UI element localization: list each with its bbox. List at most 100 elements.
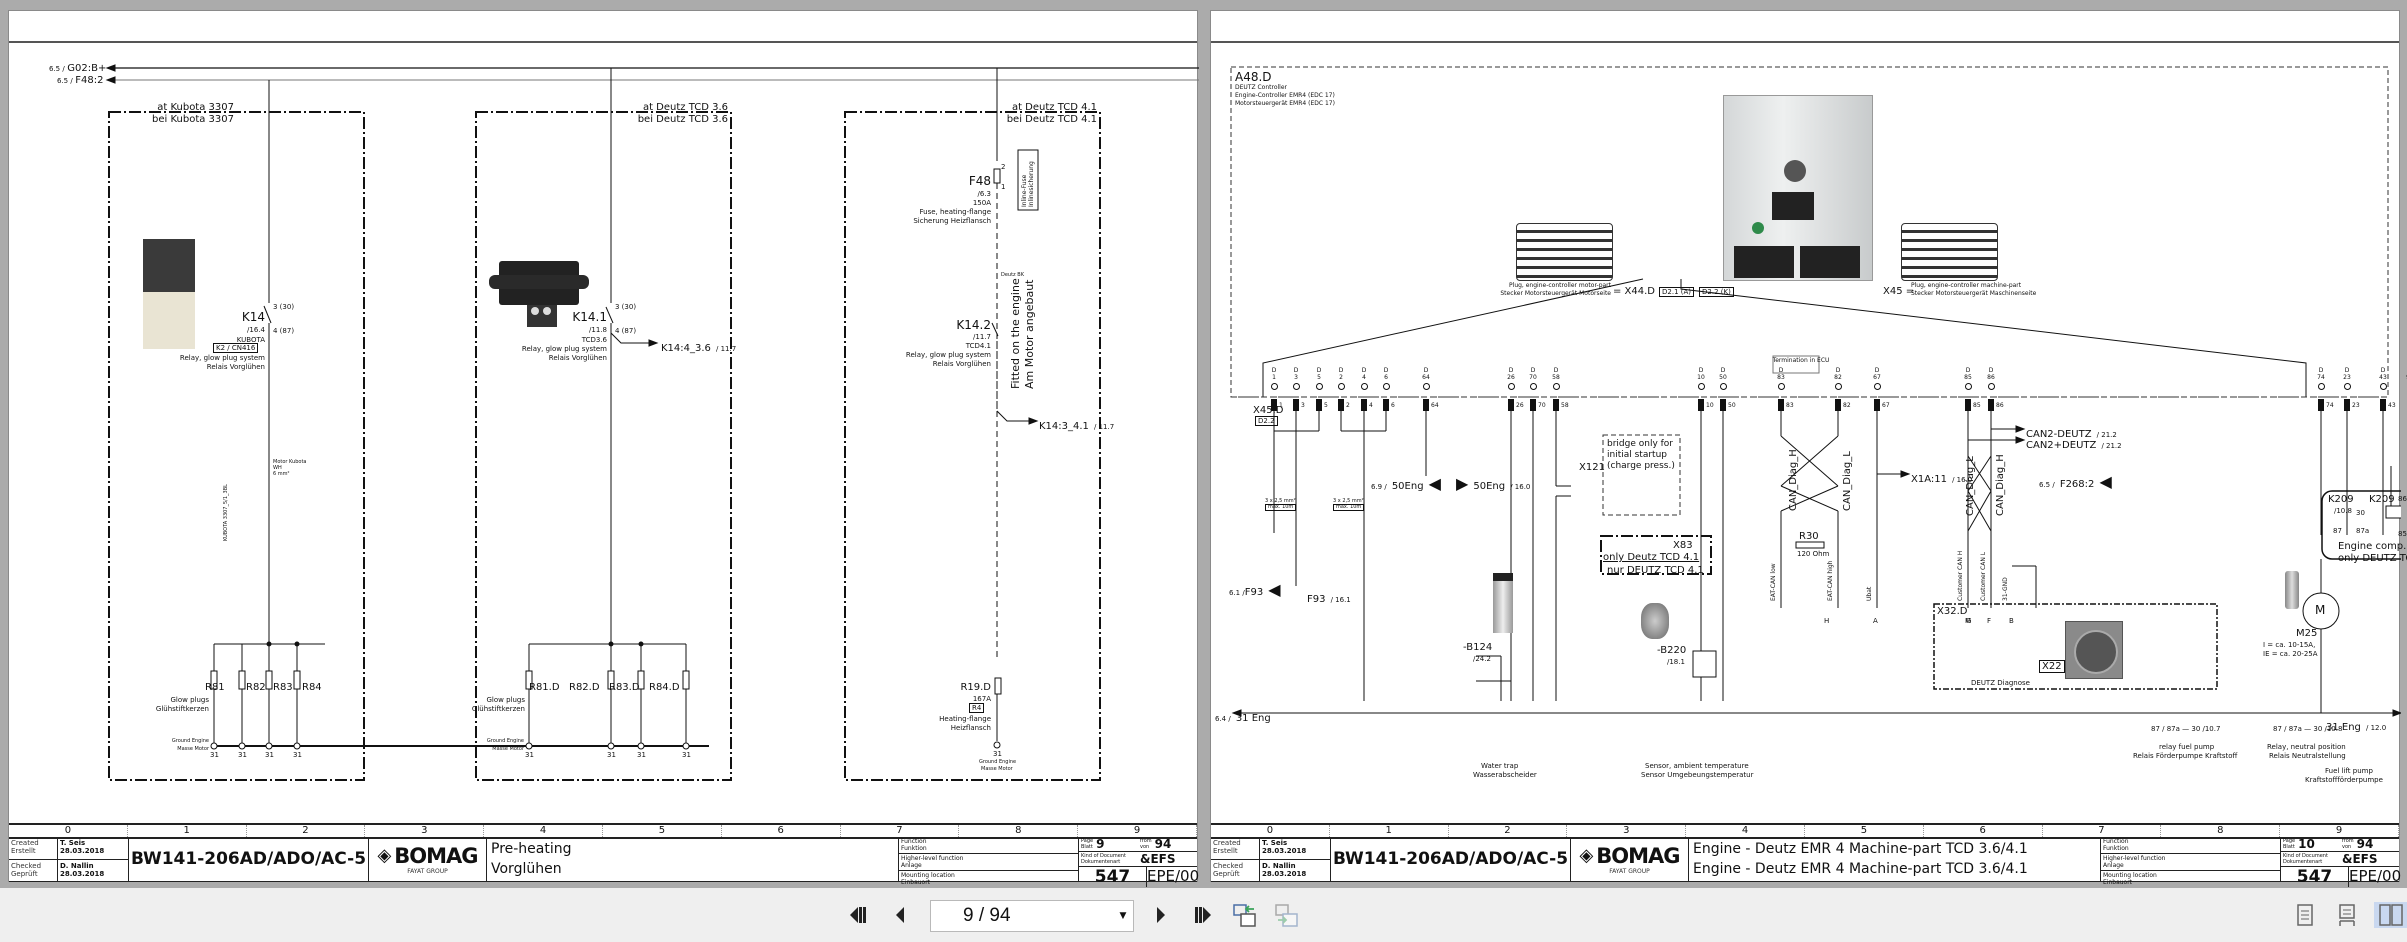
col: 8 [959, 825, 1079, 837]
k209-note-de: only DEUTZ TCD 3.6 [2338, 553, 2407, 564]
pin-contact-icon [1271, 383, 1278, 390]
higher-label: Higher-level function Anlage [899, 854, 1078, 871]
eat-can-high-label: EAT-CAN high [1827, 560, 1834, 601]
k14-2-desc-en: Relay, glow plug system [905, 351, 991, 359]
f93-left-link[interactable]: 6.1 /F93 ◀ [1229, 580, 1281, 599]
k14-2-output-link[interactable]: K14:3_4.1 / 11.7 [1039, 416, 1114, 432]
b220-desc-de: Sensor Umgebeungstemperatur [1641, 771, 1754, 779]
col: 9 [1078, 825, 1197, 837]
b124-desc-de: Wasserabscheider [1473, 771, 1537, 779]
section-title-tcd36-de: bei Deutz TCD 3.6 [637, 114, 728, 125]
can-diag-h-label-2: CAN_Diag_H [1995, 454, 2006, 516]
pin-plug-icon [2380, 399, 2386, 411]
pin-number: 58 [1561, 402, 1569, 409]
b124-id: -B124 [1463, 642, 1493, 653]
pin-number: 50 [1728, 402, 1736, 409]
r19d-gnd-en: Ground Engine [979, 759, 1017, 765]
pin-plug-icon [1530, 399, 1536, 411]
desc-en: Engine - Deutz EMR 4 Machine-part TCD 3.… [1693, 841, 2028, 857]
deutz-diagnose-label: DEUTZ Diagnose [1971, 679, 2030, 687]
pin-contact-icon [1361, 383, 1368, 390]
neutral-relay-desc-en: Relay, neutral position [2267, 743, 2346, 751]
inline-fuse-label: Inline-Fuse Inlinesicherung [1021, 161, 1035, 207]
fitted-de: Am Motor angebaut [1023, 279, 1036, 390]
k14-variant: KUBOTA [236, 336, 265, 344]
label: Checked [1213, 861, 1244, 870]
k209-id: K209 [2328, 494, 2354, 505]
x121-id: X121 [1579, 462, 1605, 473]
m25-pump-photo [2285, 571, 2299, 609]
previous-page-button[interactable] [888, 902, 914, 928]
x22-diag-connector-photo [2065, 621, 2123, 679]
ref: / 16.1 [1330, 596, 1351, 604]
desc-de: Engine - Deutz EMR 4 Machine-part TCD 3.… [1693, 861, 2028, 877]
k14-wire-code: KUBOTA 3307_5/1_3BL [223, 484, 229, 541]
pin-plug-icon [2344, 399, 2350, 411]
f268-link[interactable]: 6.5 / F268:2 ◀ [2039, 472, 2112, 491]
checked-by: D. Nallin [60, 861, 94, 870]
fuel-relay-desc-de: Relais Förderpumpe Kraftstoff [2133, 752, 2238, 760]
box-label: D2.2 [1255, 416, 1278, 426]
revision: EPE/00 [2348, 867, 2402, 887]
last-page-button[interactable] [1190, 902, 1216, 928]
x32-pin-a: A [1873, 617, 1878, 625]
eng50-left-link[interactable]: 6.9 / 50Eng ◀ [1371, 474, 1441, 493]
k14-2-desc-de: Relais Vorglühen [932, 360, 991, 368]
can2-minus-link[interactable]: CAN2-DEUTZ / 21.2 [2026, 424, 2117, 440]
k14-1-desc-en: Relay, glow plug system [521, 345, 607, 353]
f48-desc-en: Fuse, heating-flange [919, 208, 992, 216]
page-frame [9, 41, 1197, 881]
continuous-view-button[interactable] [2334, 902, 2360, 928]
k14-1-output-link[interactable]: K14:4_3.6 / 11.7 [661, 338, 736, 354]
label: CAN2+DEUTZ [2026, 440, 2097, 451]
pin-contact-icon [1383, 383, 1390, 390]
can2-plus-link[interactable]: CAN2+DEUTZ / 21.2 [2026, 435, 2122, 451]
x45-connector-drawing [1901, 223, 1998, 281]
pin-contact-icon [1988, 383, 1995, 390]
pin-number: 2 [1346, 402, 1350, 409]
ref: 6.9 / [1371, 483, 1387, 491]
gnd-left-link[interactable]: 6.4 / 31 Eng [1215, 708, 1271, 724]
x44-desc-de: Stecker Motorsteuergerät Motorseite [1500, 290, 1611, 297]
ref: / 16.0 [1952, 476, 1973, 484]
gnd-right-link[interactable]: 31 Eng / 12.0 [2326, 717, 2386, 733]
glow-plugs-desc-de: Glühstiftkerzen [155, 705, 209, 713]
k209-pin-85: 85 [2398, 530, 2407, 538]
fitted-en: Fitted on the engine [1009, 278, 1022, 389]
function-block: Function Funktion Higher-level function … [2101, 837, 2281, 886]
two-page-icon [2378, 904, 2403, 926]
single-page-view-button[interactable] [2292, 902, 2318, 928]
label: K14:3_4.1 [1039, 421, 1089, 432]
two-page-view-button[interactable] [2374, 902, 2407, 928]
ref: 6.4 / [1215, 715, 1231, 723]
page-selector-dropdown[interactable]: 9 / 94 ▼ [930, 900, 1134, 932]
pin-number: 6 [1391, 402, 1395, 409]
k14-1-desc-de: Relais Vorglühen [548, 354, 607, 362]
m25-current-1: I = ca. 10-15A, [2263, 641, 2316, 649]
created-date: 28.03.2018 [1262, 847, 1307, 855]
next-page-button[interactable] [1148, 902, 1174, 928]
first-page-button[interactable] [846, 902, 872, 928]
previous-view-button[interactable] [1232, 902, 1258, 928]
ground-engine-de: Masse Motor [492, 746, 524, 752]
b220-ref: /18.1 [1667, 658, 1685, 666]
f93-right-link[interactable]: F93 / 16.1 [1307, 589, 1351, 605]
k14-pin-30: 3 (30) [273, 303, 295, 311]
next-view-button[interactable] [1274, 902, 1300, 928]
ground-engine-en: Ground Engine [171, 738, 209, 744]
col: 3 [365, 825, 485, 837]
eng50-right-link[interactable]: ▶ 50Eng / 16.0 [1456, 474, 1531, 493]
x1a-link[interactable]: X1A:11 / 16.0 [1911, 469, 1972, 485]
x44-connector-drawing [1516, 223, 1613, 281]
pin-plug-icon [1316, 399, 1322, 411]
section-title-tcd36-en: at Deutz TCD 3.6 [642, 102, 728, 113]
col: 2 [1449, 825, 1568, 837]
